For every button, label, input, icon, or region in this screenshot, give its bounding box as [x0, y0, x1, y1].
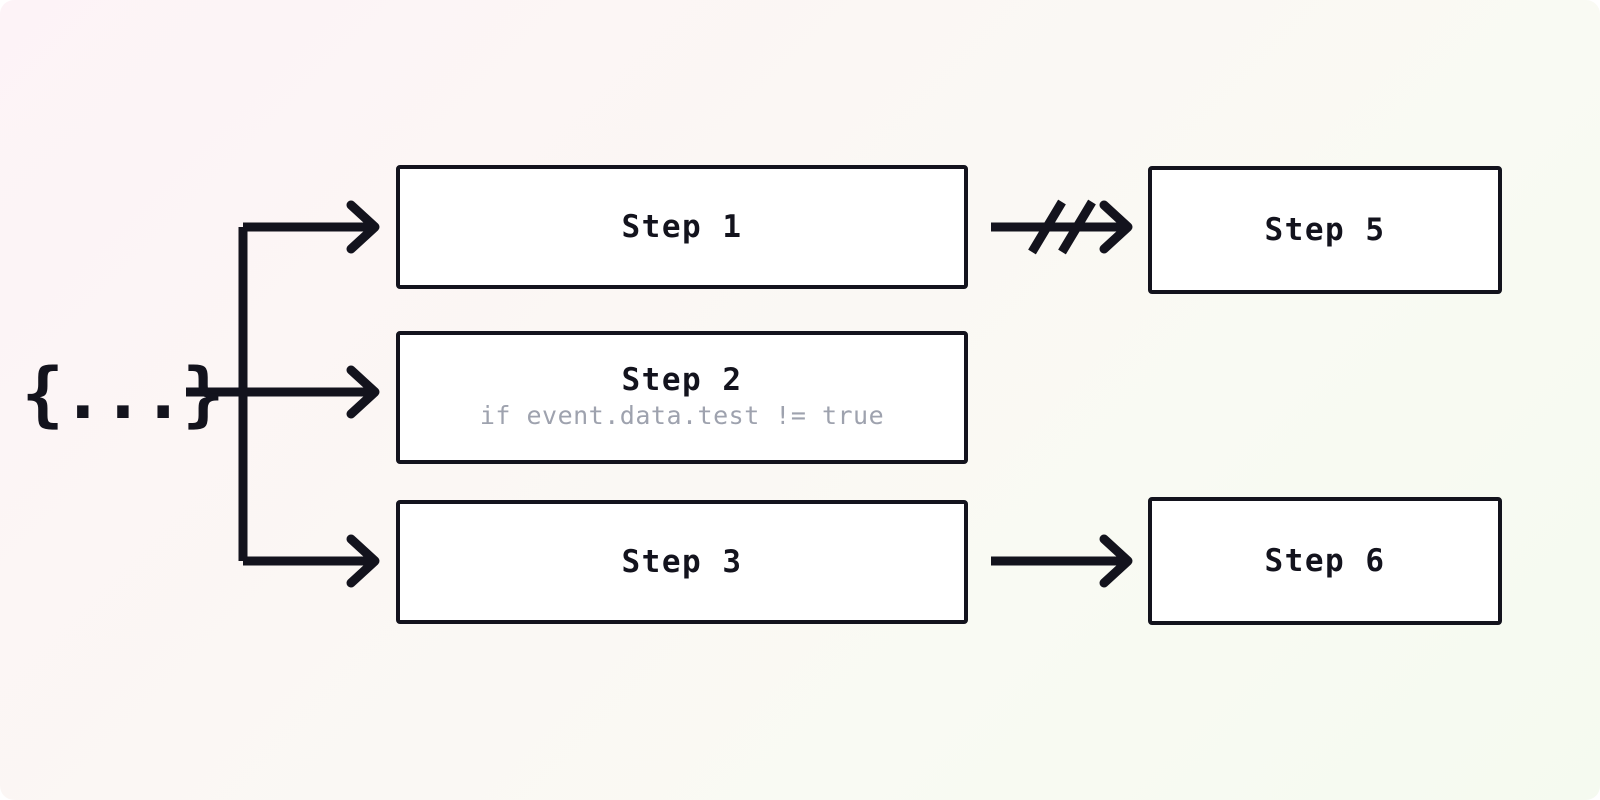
node-step6-title: Step 6	[1264, 542, 1386, 579]
node-step2-condition: if event.data.test != true	[479, 401, 885, 431]
arrowhead-to-step5	[1099, 200, 1133, 254]
node-step3[interactable]: Step 3	[396, 500, 968, 624]
event-payload-icon: {...}	[21, 353, 225, 435]
node-step6[interactable]: Step 6	[1148, 497, 1502, 625]
arrowhead-to-step6	[1099, 534, 1133, 588]
node-step1-title: Step 1	[621, 208, 743, 245]
skip-slash-1	[1028, 199, 1066, 255]
node-step5-title: Step 5	[1264, 211, 1386, 248]
node-step2[interactable]: Step 2 if event.data.test != true	[396, 331, 968, 464]
node-step2-title: Step 2	[621, 361, 743, 398]
node-step5[interactable]: Step 5	[1148, 166, 1502, 294]
skip-slash-2	[1058, 199, 1096, 255]
arrowhead-to-step1	[346, 200, 380, 254]
edge-skip-marks	[1028, 199, 1096, 255]
arrowhead-to-step3	[346, 534, 380, 588]
node-step1[interactable]: Step 1	[396, 165, 968, 289]
node-step3-title: Step 3	[621, 543, 743, 580]
arrowhead-to-step2	[346, 365, 380, 419]
